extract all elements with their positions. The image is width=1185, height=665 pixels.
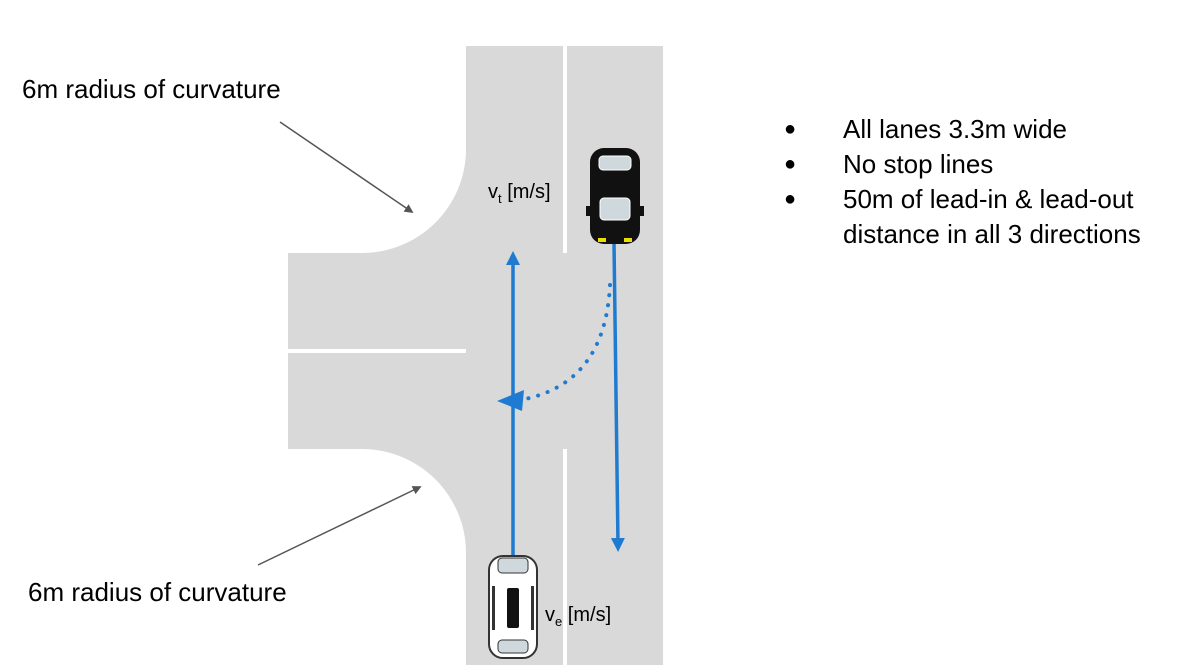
main-road-centerline-top [563,46,567,253]
note-item: 50m of lead-in & lead-out distance in al… [780,182,1185,252]
lane-markings [288,46,567,665]
main-road-centerline-bottom [563,449,567,665]
ego-velocity-unit: [m/s] [567,604,612,626]
top-annotation-pointer [279,121,414,214]
top-curb-fillet [362,150,466,253]
target-left-turn-trajectory [518,283,612,402]
white-car-icon [488,555,538,659]
ego-velocity-symbol: v [545,604,555,626]
target-velocity-label: vt [m/s] [488,181,551,206]
ego-velocity-subscript: e [555,614,563,629]
bottom-curvature-annotation: 6m radius of curvature [28,577,287,607]
note-item: All lanes 3.3m wide [780,112,1185,147]
target-velocity-subscript: t [498,191,502,206]
target-velocity-symbol: v [488,181,498,203]
note-item: No stop lines [780,147,1185,182]
scenario-notes-list: All lanes 3.3m wide No stop lines 50m of… [780,112,1185,252]
black-car-icon [586,148,644,244]
side-road-centerline [288,349,466,353]
bottom-curb-fillet [362,449,466,552]
road-surface [288,46,663,665]
top-curvature-annotation: 6m radius of curvature [22,74,281,104]
ego-velocity-label: ve [m/s] [545,604,611,629]
target-velocity-unit: [m/s] [507,181,551,203]
target-straight-trajectory [610,242,625,552]
left-turn-arrowhead [497,390,524,411]
bottom-annotation-pointer [257,486,422,566]
